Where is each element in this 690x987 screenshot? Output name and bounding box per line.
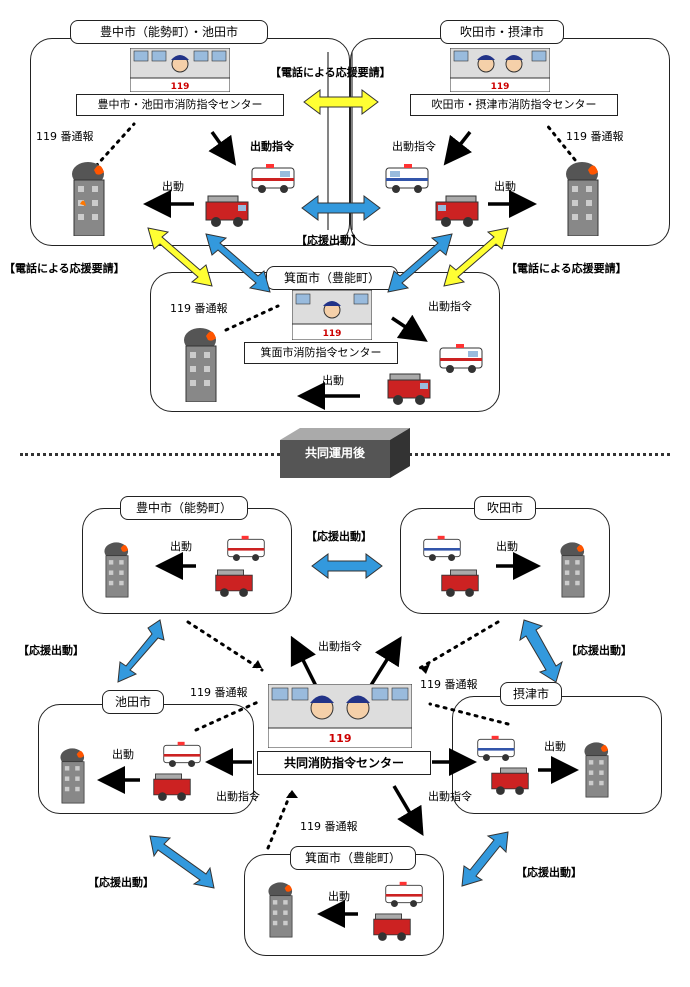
- fire-truck-icon: [153, 773, 191, 801]
- transition-arrow-icon: [280, 428, 410, 478]
- fire-truck-icon: [441, 569, 479, 597]
- dispatch-console-icon: 119: [268, 684, 412, 748]
- arrow-phone-request-top: [303, 89, 379, 115]
- label-after-dispatch-minoh: 出動: [328, 890, 350, 903]
- tag-after-suita: 吹田市: [474, 496, 536, 520]
- burning-building-icon: [104, 542, 129, 598]
- fire-truck-icon: [435, 195, 479, 227]
- tag-after-settsu: 摂津市: [500, 682, 562, 706]
- ambulance-icon: [439, 344, 483, 373]
- label-after-order-left: 出動指令: [216, 790, 260, 803]
- fire-truck-icon: [215, 569, 253, 597]
- ambulance-icon: [163, 741, 201, 768]
- burning-building-icon: [60, 748, 85, 804]
- tag-after-ikeda: 池田市: [102, 690, 164, 714]
- label-support-dispatch-top: 【応援出動】: [296, 234, 362, 247]
- burning-building-icon: [566, 162, 599, 236]
- tag-after-minoh: 箕面市（豊能町）: [290, 846, 416, 870]
- label-119-suita: 119 番通報: [566, 130, 624, 143]
- ambulance-icon: [423, 535, 461, 562]
- label-after-support-top: 【応援出動】: [306, 530, 372, 543]
- arrow-phone-request-right: [443, 227, 509, 287]
- label-phone-request-left: 【電話による応援要請】: [4, 262, 125, 275]
- ambulance-icon: [385, 881, 423, 908]
- arrow-support-right: [387, 233, 453, 293]
- burning-building-icon: [584, 742, 609, 798]
- console-sign: 119: [323, 329, 342, 339]
- label-119-minoh: 119 番通報: [170, 302, 228, 315]
- arrow-after-support-bottom-right: [461, 831, 509, 887]
- label-after-dispatch-suita: 出動: [496, 540, 518, 553]
- fire-truck-icon: [205, 195, 249, 227]
- burning-building-icon: [268, 882, 293, 938]
- label-dispatch-minoh: 出動: [322, 374, 344, 387]
- label-after-support-right: 【応援出動】: [566, 644, 632, 657]
- label-order-toyonaka: 出動指令: [250, 140, 294, 153]
- fire-truck-icon: [387, 373, 431, 405]
- label-phone-request-top: 【電話による応援要請】: [270, 66, 391, 79]
- tag-toyonaka-ikeda: 豊中市（能勢町）・池田市: [70, 20, 268, 44]
- joint-dispatch-center: 共同消防指令センター: [257, 751, 431, 775]
- label-after-119-bottom: 119 番通報: [300, 820, 358, 833]
- label-after-joint-operation: 共同運用後: [304, 446, 365, 460]
- tag-suita-settsu: 吹田市・摂津市: [440, 20, 564, 44]
- dispatch-console-icon: 119: [450, 48, 550, 92]
- label-after-order-right: 出動指令: [428, 790, 472, 803]
- label-after-119-right: 119 番通報: [420, 678, 478, 691]
- dispatch-console-icon: 119: [130, 48, 230, 92]
- arrow-support-left: [205, 233, 271, 293]
- label-after-order-top: 出動指令: [318, 640, 362, 653]
- center-minoh: 箕面市消防指令センター: [244, 342, 398, 364]
- console-sign: 119: [329, 732, 352, 745]
- burning-building-icon: [184, 328, 217, 402]
- label-order-minoh: 出動指令: [428, 300, 472, 313]
- label-phone-request-right: 【電話による応援要請】: [506, 262, 627, 275]
- dispatch-console-icon: 119: [292, 290, 372, 340]
- burning-building-icon: [560, 542, 585, 598]
- ambulance-icon: [227, 535, 265, 562]
- console-sign: 119: [171, 82, 190, 92]
- arrow-after-support-left: [117, 619, 165, 683]
- label-119-toyonaka: 119 番通報: [36, 130, 94, 143]
- burning-building-icon: [72, 162, 105, 236]
- arrow-after-support-right: [519, 619, 563, 683]
- label-order-suita: 出動指令: [392, 140, 436, 153]
- ambulance-icon: [385, 164, 429, 193]
- arrow-after-support-top: [311, 553, 383, 579]
- label-after-support-bottom-right: 【応援出動】: [516, 866, 582, 879]
- label-after-dispatch-ikeda: 出動: [112, 748, 134, 761]
- console-sign: 119: [491, 82, 510, 92]
- arrow-support-top: [301, 195, 381, 221]
- center-suita-settsu: 吹田市・摂津市消防指令センター: [410, 94, 618, 116]
- label-after-support-left: 【応援出動】: [18, 644, 84, 657]
- label-after-dispatch-settsu: 出動: [544, 740, 566, 753]
- arrow-phone-request-left: [147, 227, 213, 287]
- ambulance-icon: [477, 735, 515, 762]
- tag-after-toyonaka: 豊中市（能勢町）: [120, 496, 248, 520]
- center-toyonaka-ikeda: 豊中市・池田市消防指令センター: [76, 94, 284, 116]
- fire-truck-icon: [373, 913, 411, 941]
- label-dispatch-suita: 出動: [494, 180, 516, 193]
- ambulance-icon: [251, 164, 295, 193]
- label-after-119-left: 119 番通報: [190, 686, 248, 699]
- label-after-dispatch-toyonaka: 出動: [170, 540, 192, 553]
- label-after-support-bottom-left: 【応援出動】: [88, 876, 154, 889]
- fire-truck-icon: [491, 767, 529, 795]
- label-dispatch-toyonaka: 出動: [162, 180, 184, 193]
- arrow-after-support-bottom-left: [149, 835, 215, 889]
